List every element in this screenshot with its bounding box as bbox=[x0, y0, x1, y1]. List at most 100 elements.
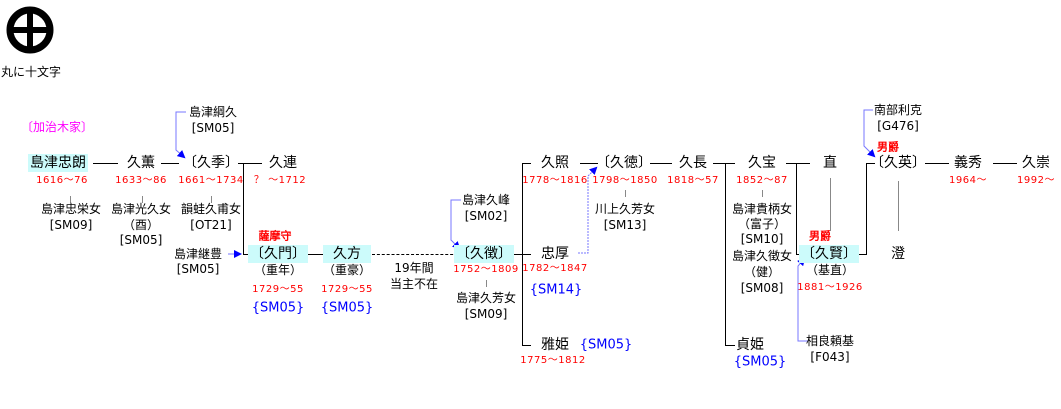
dates: 1729〜55 bbox=[321, 284, 373, 295]
dates: ？ 〜1712 bbox=[253, 175, 307, 186]
line bbox=[713, 163, 735, 164]
line bbox=[866, 163, 875, 164]
ref-link[interactable]: {SM05} bbox=[579, 337, 633, 353]
dates: 1661〜1734 bbox=[178, 175, 244, 186]
gap-note: 19年間 bbox=[394, 261, 434, 275]
person-hisakata-ken[interactable]: 〔久賢〕 bbox=[799, 245, 859, 263]
ref-link[interactable]: {SM05} bbox=[733, 354, 787, 370]
line bbox=[243, 163, 244, 255]
line bbox=[650, 163, 672, 164]
dates: 1992〜 bbox=[1017, 175, 1055, 186]
alias: （重豪） bbox=[322, 263, 372, 277]
line bbox=[522, 254, 531, 255]
spouse-tick bbox=[211, 196, 212, 203]
line bbox=[796, 163, 797, 255]
father-ref: [SM02] bbox=[464, 209, 508, 223]
person-hisahide[interactable]: 〔久英〕 bbox=[870, 155, 926, 171]
person-hisanaga-chou[interactable]: 〔久徴〕 bbox=[454, 245, 514, 263]
title: 男爵 bbox=[877, 140, 899, 154]
dates: 1752〜1809 bbox=[453, 264, 519, 275]
line bbox=[993, 163, 1017, 164]
dates: 1798〜1850 bbox=[592, 175, 658, 186]
person-tadaatsu[interactable]: 忠厚 bbox=[541, 246, 569, 262]
line bbox=[855, 254, 866, 255]
person-yoshihide[interactable]: 義秀 bbox=[954, 155, 982, 171]
spouse-tick bbox=[486, 280, 487, 287]
spouse-ref: [SM09] bbox=[464, 307, 508, 321]
person-kiyoshi[interactable]: 澄 bbox=[891, 246, 905, 262]
crest-caption: 丸に十文字 bbox=[0, 65, 62, 79]
dates: 1852〜87 bbox=[736, 175, 788, 186]
dates: 1818〜57 bbox=[667, 175, 719, 186]
line bbox=[522, 345, 531, 346]
person-hisakata[interactable]: 久方 bbox=[323, 245, 371, 263]
line bbox=[238, 163, 262, 164]
spouse-tick bbox=[762, 190, 763, 197]
dates: 1775〜1812 bbox=[520, 355, 586, 366]
ref-link[interactable]: {SM05} bbox=[320, 300, 374, 316]
line bbox=[830, 178, 831, 231]
line bbox=[898, 181, 899, 231]
spouse-ref: [OT21] bbox=[190, 218, 232, 232]
adoptive-father[interactable]: 島津継豊 bbox=[173, 247, 223, 261]
person-hisashige[interactable]: 久薫 bbox=[127, 155, 155, 171]
dates: 1778〜1816 bbox=[522, 175, 588, 186]
spouse[interactable]: 川上久芳女 bbox=[594, 202, 656, 216]
spouse-ref: [SM10] bbox=[740, 232, 784, 246]
line bbox=[580, 163, 598, 164]
title: 男爵 bbox=[809, 229, 831, 243]
adoptive-father[interactable]: 相良頼基 bbox=[805, 334, 855, 348]
person-tadaakira[interactable]: 島津忠朗 bbox=[28, 154, 88, 172]
spouse-tick bbox=[142, 196, 143, 203]
spouse[interactable]: 島津久徴女 bbox=[731, 249, 793, 263]
ref-link[interactable]: {SM14} bbox=[529, 282, 583, 298]
person-hisataka[interactable]: 久宝 bbox=[748, 155, 776, 171]
spouse-tick bbox=[70, 196, 71, 203]
dates: 1616〜76 bbox=[36, 175, 88, 186]
dates: 1881〜1926 bbox=[797, 282, 863, 293]
adoptive-father[interactable]: 島津久峰 bbox=[461, 193, 511, 207]
adoptive-father[interactable]: 南部利克 bbox=[873, 103, 923, 117]
father-ref: [F043] bbox=[810, 350, 850, 364]
person-hisanori[interactable]: 〔久徳〕 bbox=[596, 155, 652, 171]
adoptive-father[interactable]: 島津綱久 bbox=[188, 105, 238, 119]
person-hisasue[interactable]: 〔久季〕 bbox=[183, 155, 239, 171]
alias: （重年） bbox=[253, 263, 303, 277]
spouse-ref: [SM09] bbox=[49, 218, 93, 232]
spouse-ref: [SM13] bbox=[603, 218, 647, 232]
line bbox=[725, 163, 726, 346]
dates: 1729〜55 bbox=[252, 284, 304, 295]
alias: （基直） bbox=[805, 263, 855, 277]
person-hisatsura[interactable]: 久連 bbox=[269, 155, 297, 171]
spouse-alias: （富子） bbox=[737, 217, 787, 231]
spouse-alias: （健） bbox=[743, 265, 781, 279]
line bbox=[725, 345, 735, 346]
spouse[interactable]: 島津光久女 bbox=[110, 202, 172, 216]
person-sadahime[interactable]: 貞姫 bbox=[736, 337, 764, 353]
title: 薩摩守 bbox=[258, 229, 292, 243]
person-masahime[interactable]: 雅姫 bbox=[541, 337, 569, 353]
ref-link[interactable]: {SM05} bbox=[251, 300, 305, 316]
line bbox=[510, 254, 522, 255]
spouse[interactable]: 島津貴柄女 bbox=[731, 202, 793, 216]
person-hisakado[interactable]: 〔久門〕 bbox=[248, 245, 308, 263]
line bbox=[786, 163, 810, 164]
line bbox=[925, 163, 949, 164]
spouse[interactable]: 韻蛙久甫女 bbox=[180, 202, 242, 216]
spouse-ref: [SM05] bbox=[119, 233, 163, 247]
spouse[interactable]: 島津忠栄女 bbox=[40, 202, 102, 216]
person-hisateru[interactable]: 久照 bbox=[541, 155, 569, 171]
person-hisanaga[interactable]: 久長 bbox=[679, 155, 707, 171]
father-ref: [G476] bbox=[877, 119, 919, 133]
dates: 1633〜86 bbox=[115, 175, 167, 186]
family-label: 〔加治木家〕 bbox=[20, 120, 94, 134]
father-ref: [SM05] bbox=[176, 262, 220, 276]
line bbox=[93, 163, 118, 164]
spouse[interactable]: 島津久芳女 bbox=[455, 291, 517, 305]
person-hisataka-2[interactable]: 久崇 bbox=[1022, 155, 1050, 171]
father-ref: [SM05] bbox=[191, 121, 235, 135]
person-nao[interactable]: 直 bbox=[823, 155, 837, 171]
dates: 1964〜 bbox=[949, 175, 987, 186]
line bbox=[303, 254, 323, 255]
